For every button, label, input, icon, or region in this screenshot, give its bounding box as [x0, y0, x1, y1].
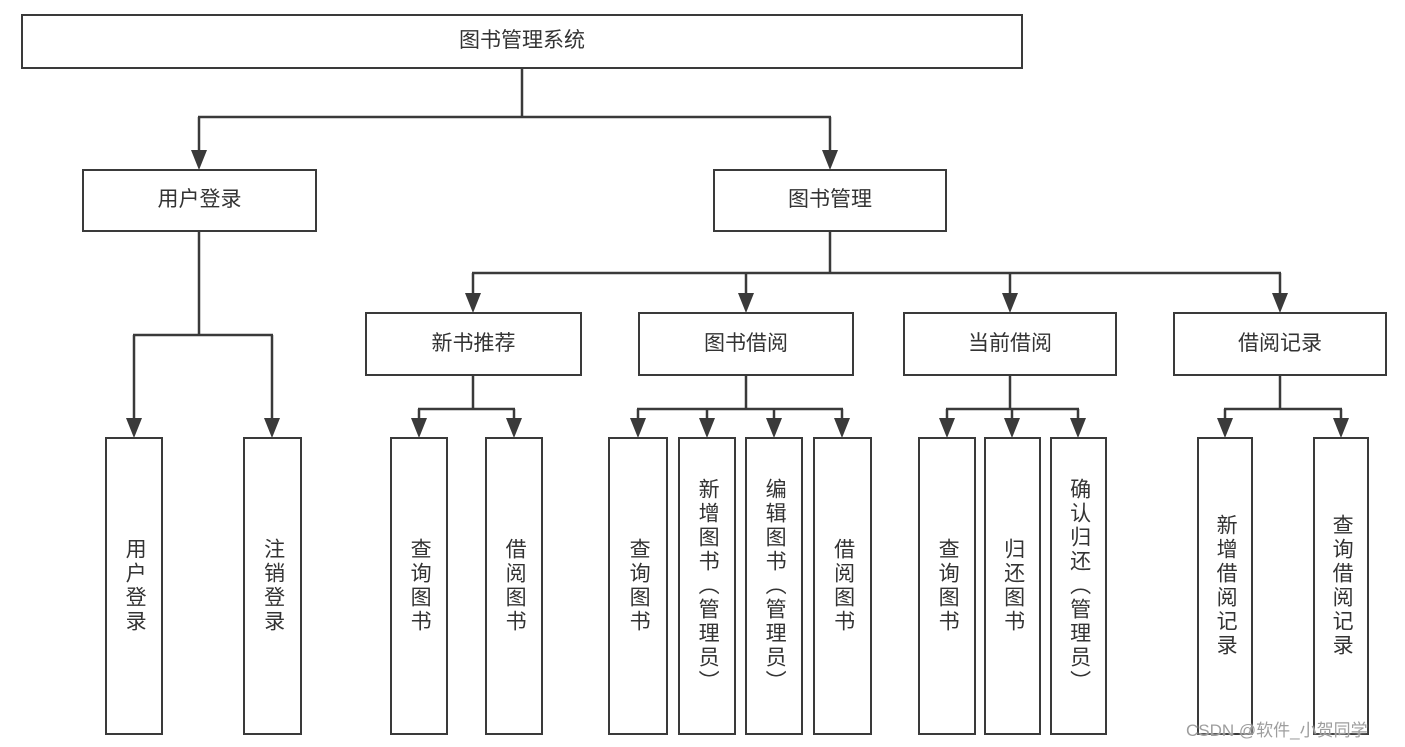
arrow-down-icon	[822, 150, 838, 170]
arrow-down-icon	[1070, 418, 1086, 438]
arrow-down-icon	[1217, 418, 1233, 438]
arrow-down-icon	[834, 418, 850, 438]
leaf-return-book: 归还图书	[984, 437, 1041, 735]
node-user-login: 用户登录	[82, 169, 317, 232]
leaf-query-book-1: 查询图书	[390, 437, 448, 735]
node-borrow-records: 借阅记录	[1173, 312, 1387, 376]
leaf-confirm-return-admin: 确认归还（管理员）	[1050, 437, 1107, 735]
arrow-down-icon	[766, 418, 782, 438]
leaf-logout: 注销登录	[243, 437, 302, 735]
leaf-borrow-book-2: 借阅图书	[813, 437, 872, 735]
leaf-borrow-book-1: 借阅图书	[485, 437, 543, 735]
arrow-down-icon	[630, 418, 646, 438]
leaf-add-book-admin: 新增图书（管理员）	[678, 437, 736, 735]
node-root-system: 图书管理系统	[21, 14, 1023, 69]
leaf-query-borrow-record: 查询借阅记录	[1313, 437, 1369, 735]
arrow-down-icon	[465, 293, 481, 313]
leaf-query-book-3: 查询图书	[918, 437, 976, 735]
arrow-down-icon	[738, 293, 754, 313]
arrow-down-icon	[699, 418, 715, 438]
node-book-management: 图书管理	[713, 169, 947, 232]
arrow-down-icon	[1333, 418, 1349, 438]
node-book-borrow: 图书借阅	[638, 312, 854, 376]
arrow-down-icon	[1004, 418, 1020, 438]
node-new-book-recommend: 新书推荐	[365, 312, 582, 376]
leaf-add-borrow-record: 新增借阅记录	[1197, 437, 1253, 735]
arrow-down-icon	[264, 418, 280, 438]
arrow-down-icon	[411, 418, 427, 438]
arrow-down-icon	[939, 418, 955, 438]
leaf-query-book-2: 查询图书	[608, 437, 668, 735]
node-current-borrow: 当前借阅	[903, 312, 1117, 376]
arrow-down-icon	[506, 418, 522, 438]
leaf-user-login: 用户登录	[105, 437, 163, 735]
leaf-edit-book-admin: 编辑图书（管理员）	[745, 437, 803, 735]
arrow-down-icon	[126, 418, 142, 438]
arrow-down-icon	[1272, 293, 1288, 313]
watermark: CSDN @软件_小贺同学	[1186, 721, 1368, 740]
arrow-down-icon	[191, 150, 207, 170]
arrow-down-icon	[1002, 293, 1018, 313]
